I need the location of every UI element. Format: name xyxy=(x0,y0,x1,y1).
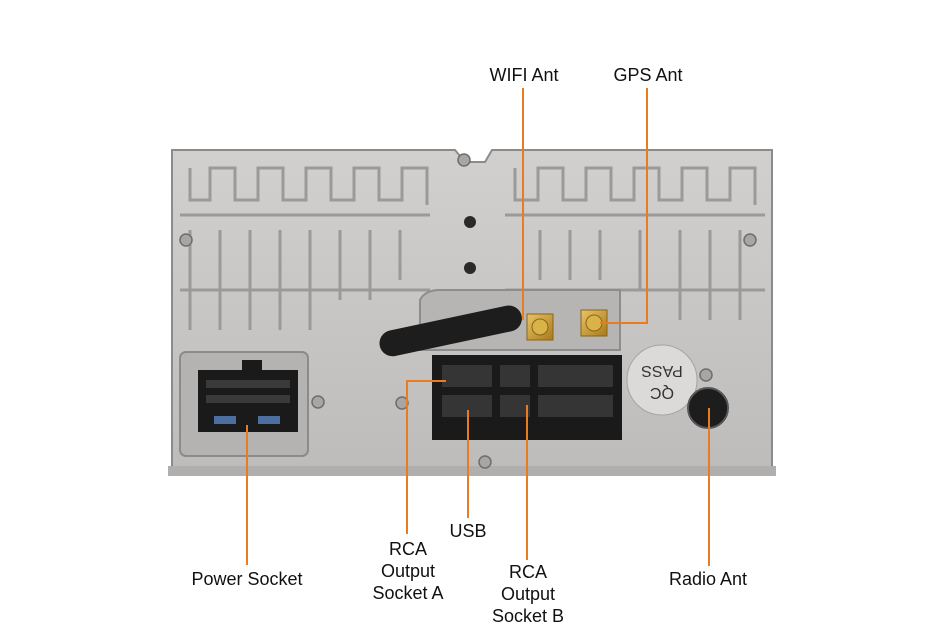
screws xyxy=(179,153,757,469)
power-socket-pins xyxy=(206,380,290,403)
label-rca-a-line2: Output xyxy=(380,561,436,581)
leader-gps-horizontal xyxy=(600,322,648,324)
label-rca-output-socket-b: RCA Output Socket B xyxy=(476,561,580,627)
leader-rca-a xyxy=(406,380,408,534)
label-usb: USB xyxy=(449,521,487,541)
qc-pass-sticker xyxy=(626,344,698,416)
label-rca-b-line3: Socket B xyxy=(491,606,565,626)
rca-usb-pin-rows xyxy=(442,365,613,417)
leader-gps xyxy=(646,88,648,324)
leader-radio xyxy=(708,408,710,566)
qc-stamp-line2: PASS xyxy=(641,362,683,379)
label-rca-a-line3: Socket A xyxy=(372,583,444,603)
label-radio-ant: Radio Ant xyxy=(668,569,748,589)
leader-wifi xyxy=(522,88,524,320)
heat-sink-fins-left xyxy=(180,166,430,330)
leader-power xyxy=(246,425,248,565)
wifi-antenna xyxy=(379,305,522,357)
label-gps-ant: GPS Ant xyxy=(613,65,683,85)
mount-hole-2 xyxy=(464,262,476,274)
label-rca-b-line1: RCA xyxy=(508,562,547,582)
mount-hole-1 xyxy=(464,216,476,228)
label-rca-output-socket-a: RCA Output Socket A xyxy=(356,538,460,604)
label-rca-a-line1: RCA xyxy=(388,539,427,559)
leader-rca-a-horizontal xyxy=(406,380,446,382)
qc-stamp-line1: QC xyxy=(650,384,674,401)
label-wifi-ant: WIFI Ant xyxy=(489,65,559,85)
leader-usb xyxy=(467,410,469,518)
label-rca-b-line2: Output xyxy=(500,584,556,604)
chassis-bottom-edge xyxy=(168,466,776,476)
leader-rca-b xyxy=(526,405,528,560)
label-power-socket: Power Socket xyxy=(191,569,303,589)
